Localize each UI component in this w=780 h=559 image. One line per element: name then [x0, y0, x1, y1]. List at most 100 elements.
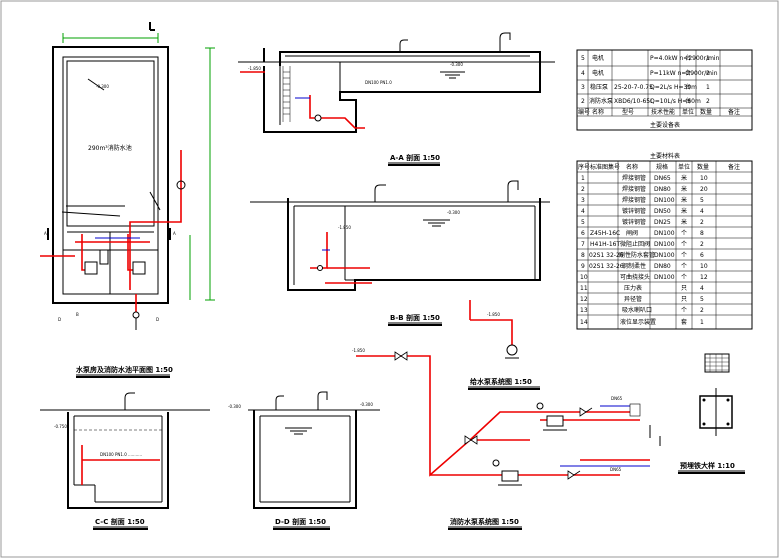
mt-header-no: 序号 — [578, 163, 590, 171]
mt-row: 12 异径管 只 5 — [580, 295, 704, 303]
mt-row-6-size: DN100 — [654, 230, 675, 237]
svg-text:-0.750: -0.750 — [54, 424, 67, 429]
equipment-table: 5 电机 P=4.0kW n=2900r/min 台 1 4 电机 P=11kW… — [576, 49, 753, 131]
mt-row-7-size: DN100 — [654, 241, 675, 248]
mt-row-1-unit: 米 — [681, 174, 687, 182]
mt-row: 6 Z45H-16C 闸阀 DN100 个 8 — [581, 229, 704, 237]
mt-header-note: 备注 — [728, 163, 740, 171]
mt-row-2-name: 焊接钢管 — [622, 185, 646, 193]
plan-pump-2 — [132, 261, 146, 275]
mt-row-10-qty: 12 — [700, 274, 708, 281]
mt-row-11-name: 压力表 — [624, 284, 642, 292]
mt-row: 5 镀锌钢管 DN25 米 2 — [581, 218, 704, 226]
eq-row-4-spec: Q=10L/s H=60m — [650, 98, 701, 105]
mt-row-2-qty: 20 — [700, 186, 708, 193]
mt-row-3-qty: 5 — [700, 197, 704, 204]
svg-text:DN65: DN65 — [610, 467, 622, 472]
mt-row-14-qty: 1 — [700, 319, 704, 326]
eq-row-2-unit: 台 — [685, 69, 691, 77]
mt-row-12-qty: 5 — [700, 296, 704, 303]
svg-text:-1.850: -1.850 — [487, 312, 500, 317]
svg-text:B: B — [76, 312, 79, 317]
eq-header-spec: 技术性能 — [651, 108, 675, 116]
plan-view: 290m³消防水池 -0.300 A A D D B 水泵房及消防水池平面图 1… — [40, 22, 215, 378]
mt-row-5-size: DN25 — [654, 219, 671, 226]
eq-row-3-qty: 1 — [706, 84, 710, 91]
mt-row-7-qty: 2 — [700, 241, 704, 248]
eq-row-1-qty: 1 — [706, 55, 710, 62]
svg-text:-1.850: -1.850 — [248, 66, 261, 71]
mt-row-6-std: Z45H-16C — [590, 230, 620, 237]
plan-pump-1 — [84, 261, 98, 275]
mt-row-9-size: DN80 — [654, 263, 671, 270]
mt-row-9-no: 9 — [581, 263, 585, 270]
eq-row-4-qty: 2 — [706, 98, 710, 105]
mt-row-3-name: 焊接钢管 — [622, 196, 646, 204]
mt-row-9-name: 钢制柔性 — [622, 262, 646, 270]
mt-row: 11 压力表 只 4 — [580, 284, 704, 292]
eq-row-3-spec: Q=2L/s H=30m — [650, 84, 697, 91]
eq-row-3-no: 3 — [581, 84, 585, 91]
mt-row-8-no: 8 — [581, 252, 585, 259]
mt-row-9-std: 02S1 32-26 — [589, 263, 624, 270]
mt-row-3-unit: 米 — [681, 196, 687, 204]
section-cc: DN100 PN1.0 ........... -0.750 C-C 剖面 1:… — [40, 392, 210, 530]
fire-pump-1 — [546, 415, 564, 427]
mt-row-3-no: 3 — [581, 197, 585, 204]
eq-row-3-model: 25-20-7-0.75 — [614, 84, 653, 91]
supply-system-title: 给水泵系统图 1:50 — [470, 377, 532, 386]
mt-row-6-no: 6 — [581, 230, 585, 237]
mt-row-14-unit: 套 — [681, 318, 687, 326]
eq-row-2-name: 电机 — [592, 69, 604, 77]
mt-row-10-unit: 个 — [681, 274, 687, 281]
eq-header-model: 型号 — [622, 108, 634, 116]
mt-row-9-unit: 个 — [681, 263, 687, 270]
mt-row-2-unit: 米 — [681, 185, 687, 193]
mt-row-13-no: 13 — [580, 307, 588, 314]
mt-row: 4 镀锌钢管 DN50 米 4 — [581, 207, 704, 215]
fire-system-title: 消防水泵系统图 1:50 — [450, 517, 519, 526]
mt-row: 9 02S1 32-26 钢制柔性 DN80 个 10 — [581, 262, 708, 270]
eq-header-no: 编号 — [578, 108, 590, 116]
eq-header-name: 名称 — [592, 108, 604, 116]
mt-row-12-unit: 只 — [681, 296, 687, 303]
eq-row-4-model: XBD6/10-65L — [614, 98, 654, 105]
mt-row-10-name: 可曲挠接头 — [620, 273, 650, 281]
fire-pump-2 — [501, 470, 519, 482]
mt-row-1-qty: 10 — [700, 175, 708, 182]
mt-row-4-unit: 米 — [681, 207, 687, 215]
mt-row-13-qty: 2 — [700, 307, 704, 314]
mt-row-2-no: 2 — [581, 186, 585, 193]
section-cc-title: C-C 剖面 1:50 — [95, 517, 145, 526]
mt-row-11-qty: 4 — [700, 285, 704, 292]
plan-level-mark: -0.300 — [96, 84, 109, 89]
mt-row-5-qty: 2 — [700, 219, 704, 226]
mt-row-8-std: 02S1 32-26 — [589, 252, 624, 259]
fire-system: -1.850 DN65 DN65 消防水泵系统图 1:50 — [352, 348, 661, 530]
eq-header-qty: 数量 — [700, 108, 712, 116]
mt-row-2-size: DN80 — [654, 186, 671, 193]
eq-row-3-name: 稳压泵 — [590, 83, 608, 91]
mt-row-10-no: 10 — [580, 274, 588, 281]
mt-row-5-unit: 米 — [681, 218, 687, 226]
section-bb: -1.850 -0.300 B-B 剖面 1:50 — [250, 180, 550, 326]
eq-row-1-unit: 台 — [685, 54, 691, 62]
section-aa-title: A-A 剖面 1:50 — [390, 153, 440, 162]
mt-header-size: 规格 — [656, 163, 668, 171]
mt-row-8-qty: 6 — [700, 252, 704, 259]
svg-text:-0.300: -0.300 — [447, 210, 460, 215]
svg-text:-1.850: -1.850 — [338, 225, 351, 230]
svg-text:A: A — [173, 231, 176, 236]
material-table: 主要材料表 序号 标准图集号 名称 规格 单位 — [576, 152, 753, 330]
mt-row-8-size: DN100 — [654, 252, 675, 259]
mt-row-4-size: DN50 — [654, 208, 671, 215]
eq-row-1-no: 5 — [581, 55, 585, 62]
mt-header-std: 标准图集号 — [590, 163, 620, 171]
mt-row-1-name: 焊接钢管 — [622, 174, 646, 182]
mt-row: 14 液位显示装置 套 1 — [580, 318, 704, 326]
mt-row: 3 焊接钢管 DN100 米 5 — [581, 196, 704, 204]
mt-row-9-qty: 10 — [700, 263, 708, 270]
eq-header-note: 备注 — [728, 108, 740, 116]
mt-row: 8 02S1 32-26 刚性防水套管 DN100 个 6 — [581, 251, 704, 259]
